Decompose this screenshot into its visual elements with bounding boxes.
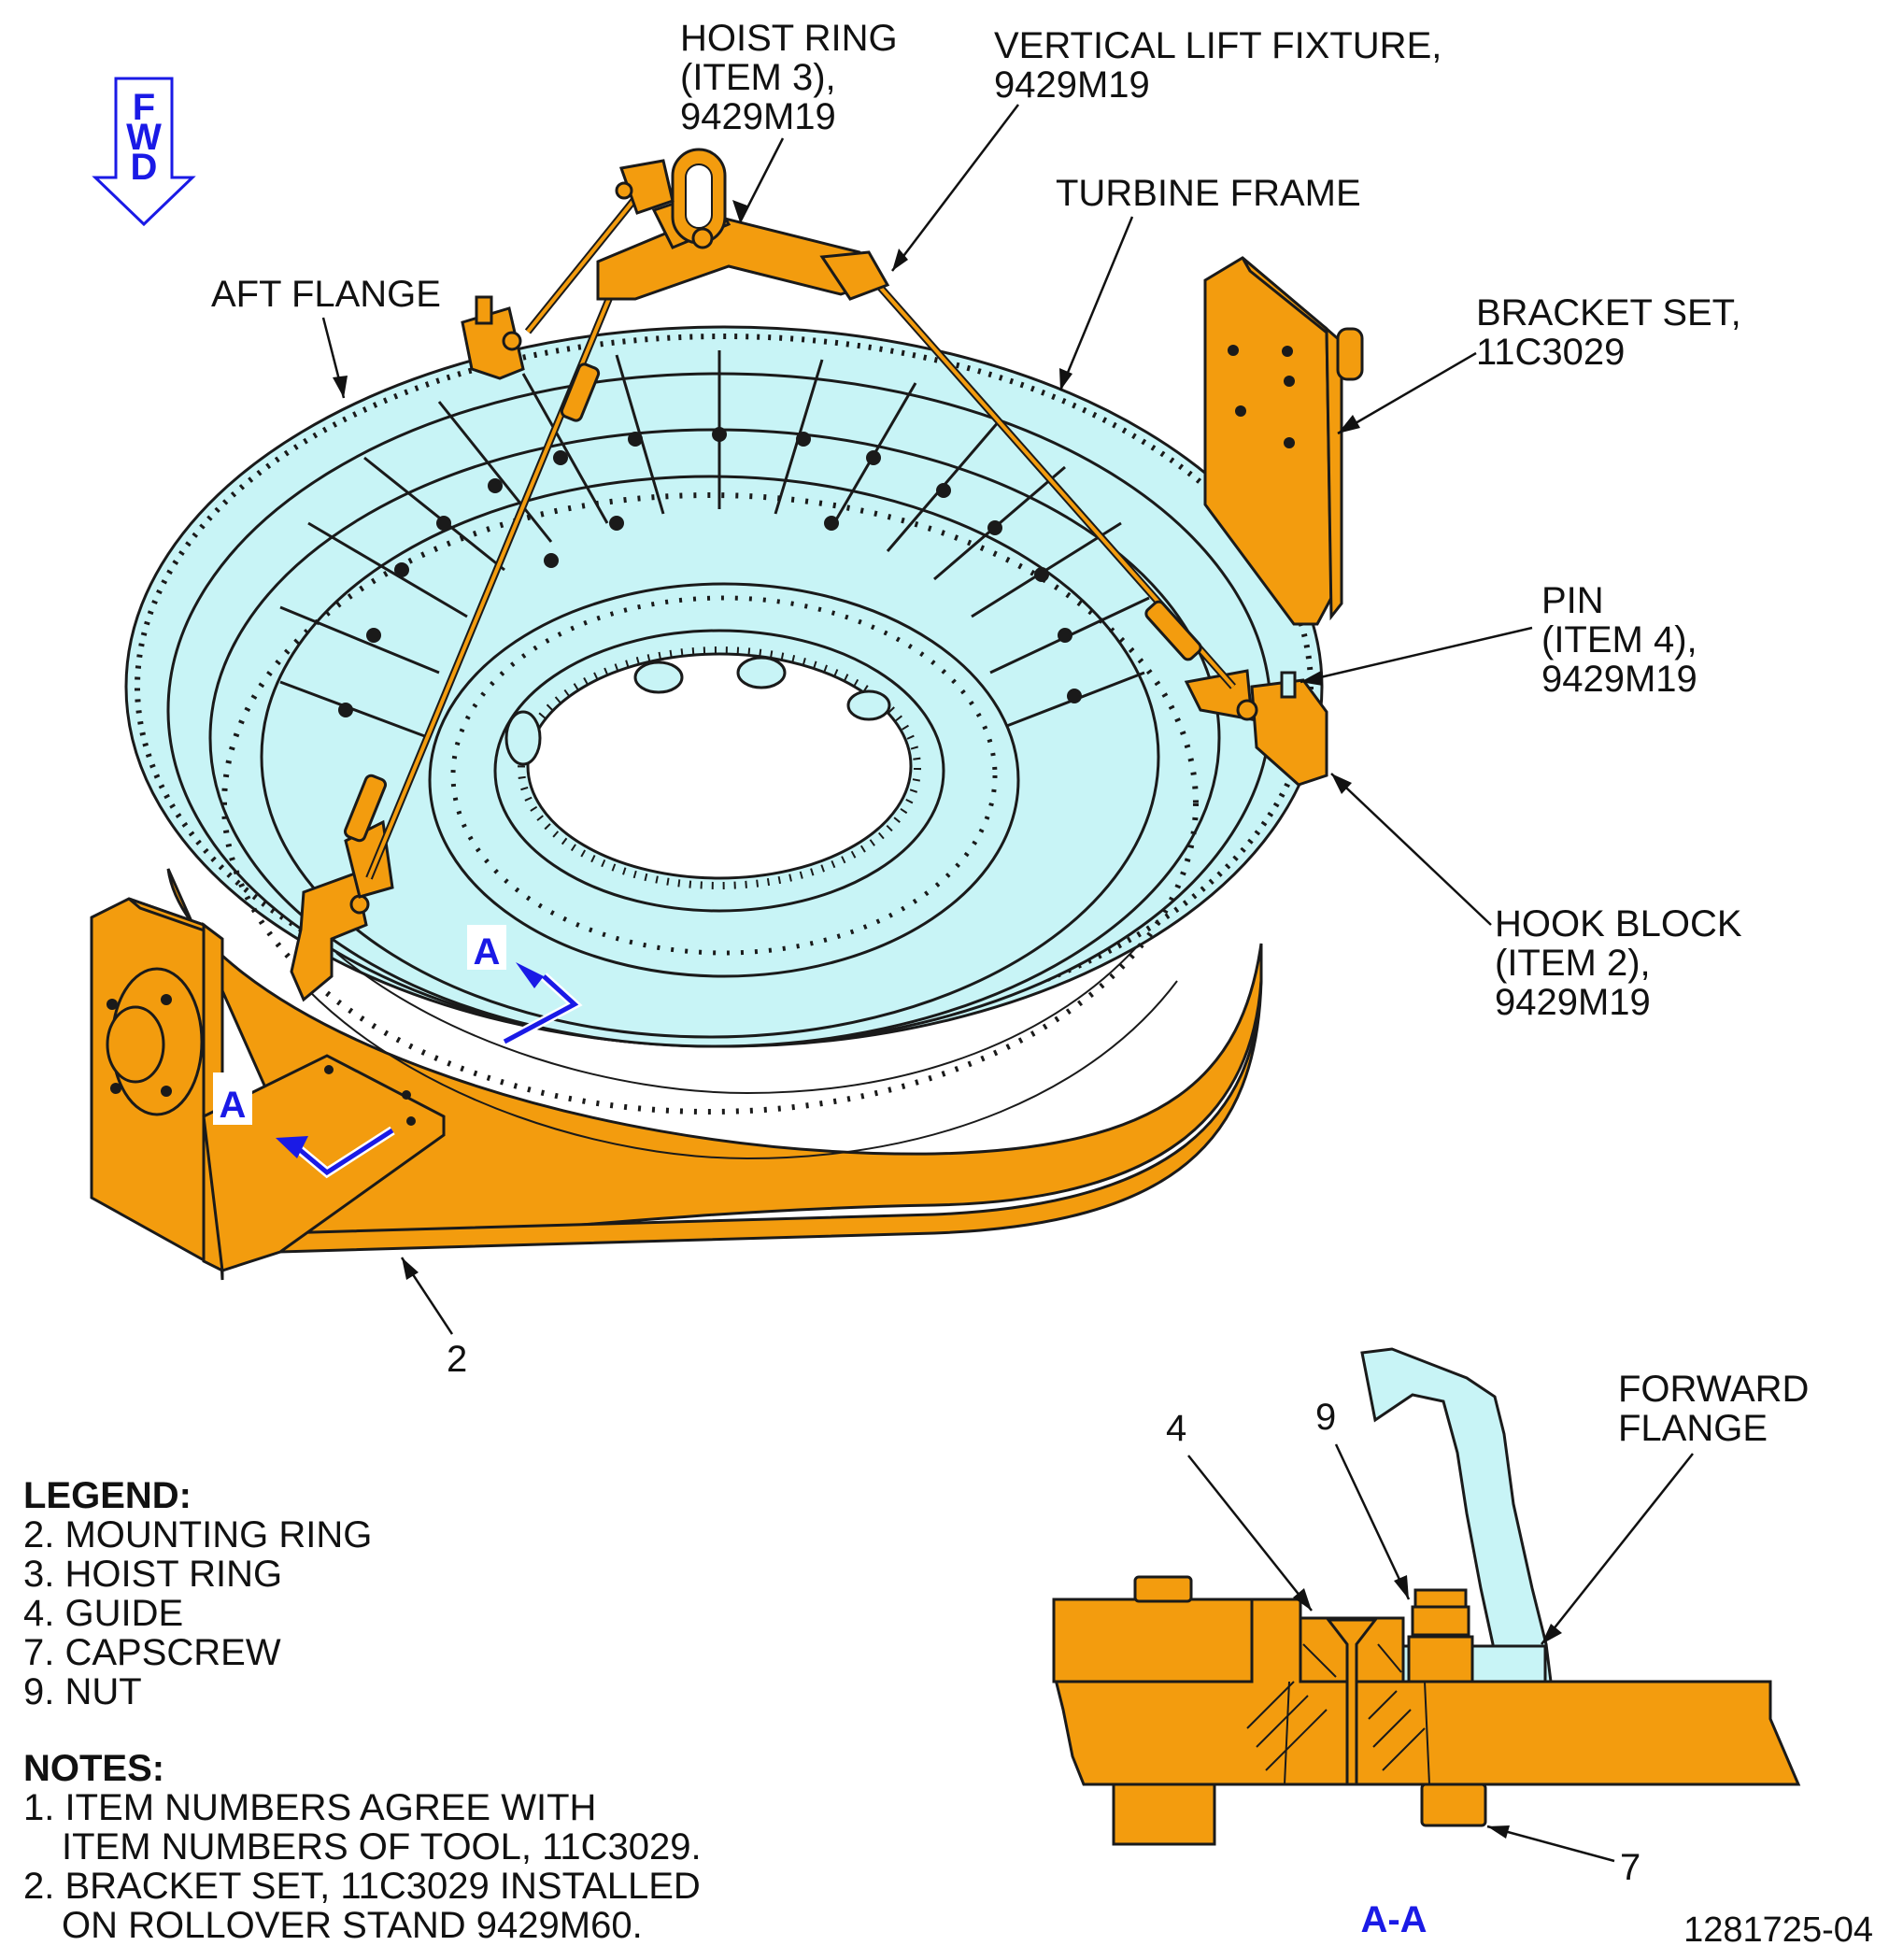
notes: NOTES: 1. ITEM NUMBERS AGREE WITH ITEM N… xyxy=(23,1748,702,1946)
fwd-arrow-icon: F W D xyxy=(92,77,196,227)
note-line: ITEM NUMBERS OF TOOL, 11C3029. xyxy=(62,1826,702,1868)
fwd-letter: D xyxy=(131,147,158,188)
callout-line: 9429M19 xyxy=(1541,659,1697,700)
legend-item: 4. GUIDE xyxy=(23,1593,183,1634)
main-assembly: A A xyxy=(90,148,1364,1281)
callout-line: TURBINE FRAME xyxy=(1056,173,1361,214)
legend: LEGEND: 2. MOUNTING RING 3. HOIST RING 4… xyxy=(23,1475,372,1712)
callout-line: (ITEM 2), xyxy=(1495,943,1651,984)
callout-pin: PIN (ITEM 4), 9429M19 xyxy=(1300,580,1697,700)
vertical-lift-fixture xyxy=(344,148,1236,880)
callout-hoist-ring: HOIST RING (ITEM 3), 9429M19 xyxy=(680,18,898,223)
legend-item: 7. CAPSCREW xyxy=(23,1632,281,1673)
note-line: 1. ITEM NUMBERS AGREE WITH xyxy=(23,1787,596,1828)
callout-vertical-lift-fixture: VERTICAL LIFT FIXTURE, 9429M19 xyxy=(891,25,1442,272)
section-label: A xyxy=(474,931,501,973)
callout-line: VERTICAL LIFT FIXTURE, xyxy=(994,25,1442,66)
callout-nut: 9 xyxy=(1315,1397,1411,1600)
callout-line: 11C3029 xyxy=(1476,332,1625,373)
bracket-set xyxy=(1203,256,1364,626)
section-label: A xyxy=(220,1085,247,1126)
legend-item: 3. HOIST RING xyxy=(23,1554,282,1595)
callout-mounting-ring: 2 xyxy=(400,1257,467,1380)
callout-capscrew: 7 xyxy=(1486,1825,1640,1888)
callout-line: HOOK BLOCK xyxy=(1495,903,1742,944)
callout-line: BRACKET SET, xyxy=(1476,292,1741,334)
callout-line: (ITEM 3), xyxy=(680,57,836,98)
callout-line: 9429M19 xyxy=(680,96,836,137)
callout-bracket-set: BRACKET SET, 11C3029 xyxy=(1337,292,1741,435)
note-line: 2. BRACKET SET, 11C3029 INSTALLED xyxy=(23,1866,701,1907)
callout-line: AFT FLANGE xyxy=(211,274,441,315)
notes-title: NOTES: xyxy=(23,1748,164,1789)
section-title: A-A xyxy=(1360,1899,1427,1940)
note-line: ON ROLLOVER STAND 9429M60. xyxy=(62,1905,643,1946)
callout-line: HOIST RING xyxy=(680,18,898,59)
legend-item: 9. NUT xyxy=(23,1671,142,1712)
callout-turbine-frame: TURBINE FRAME xyxy=(1056,173,1361,391)
callout-line: (ITEM 4), xyxy=(1541,619,1697,660)
turbine-frame xyxy=(124,325,1324,1160)
callout-hook-block: HOOK BLOCK (ITEM 2), 9429M19 xyxy=(1330,773,1742,1023)
hook-block-right xyxy=(1184,669,1328,787)
figure-id: 1281725-04 xyxy=(1683,1910,1873,1950)
callout-number: 7 xyxy=(1620,1847,1640,1888)
hook-block-top-left xyxy=(461,295,525,380)
mounting-ring xyxy=(166,868,1263,1254)
section-a-a-detail xyxy=(1052,1347,1801,1846)
callout-aft-flange: AFT FLANGE xyxy=(211,274,441,399)
section-marker-upper: A xyxy=(467,925,583,1046)
legend-title: LEGEND: xyxy=(23,1475,192,1516)
callout-guide: 4 xyxy=(1166,1408,1313,1612)
callout-line: FLANGE xyxy=(1618,1408,1768,1449)
left-bracket xyxy=(90,897,446,1281)
callout-number: 2 xyxy=(447,1339,467,1380)
fwd-letter: F xyxy=(133,87,155,128)
fwd-letter: W xyxy=(126,117,162,158)
callout-line: 9429M19 xyxy=(994,64,1150,106)
callout-number: 4 xyxy=(1166,1408,1186,1449)
legend-item: 2. MOUNTING RING xyxy=(23,1514,372,1555)
callout-line: 9429M19 xyxy=(1495,982,1651,1023)
callout-line: FORWARD xyxy=(1618,1369,1809,1410)
callout-number: 9 xyxy=(1315,1397,1336,1438)
callout-line: PIN xyxy=(1541,580,1604,621)
section-marker-lower: A xyxy=(213,1072,395,1179)
callout-forward-flange: FORWARD FLANGE xyxy=(1541,1369,1809,1645)
